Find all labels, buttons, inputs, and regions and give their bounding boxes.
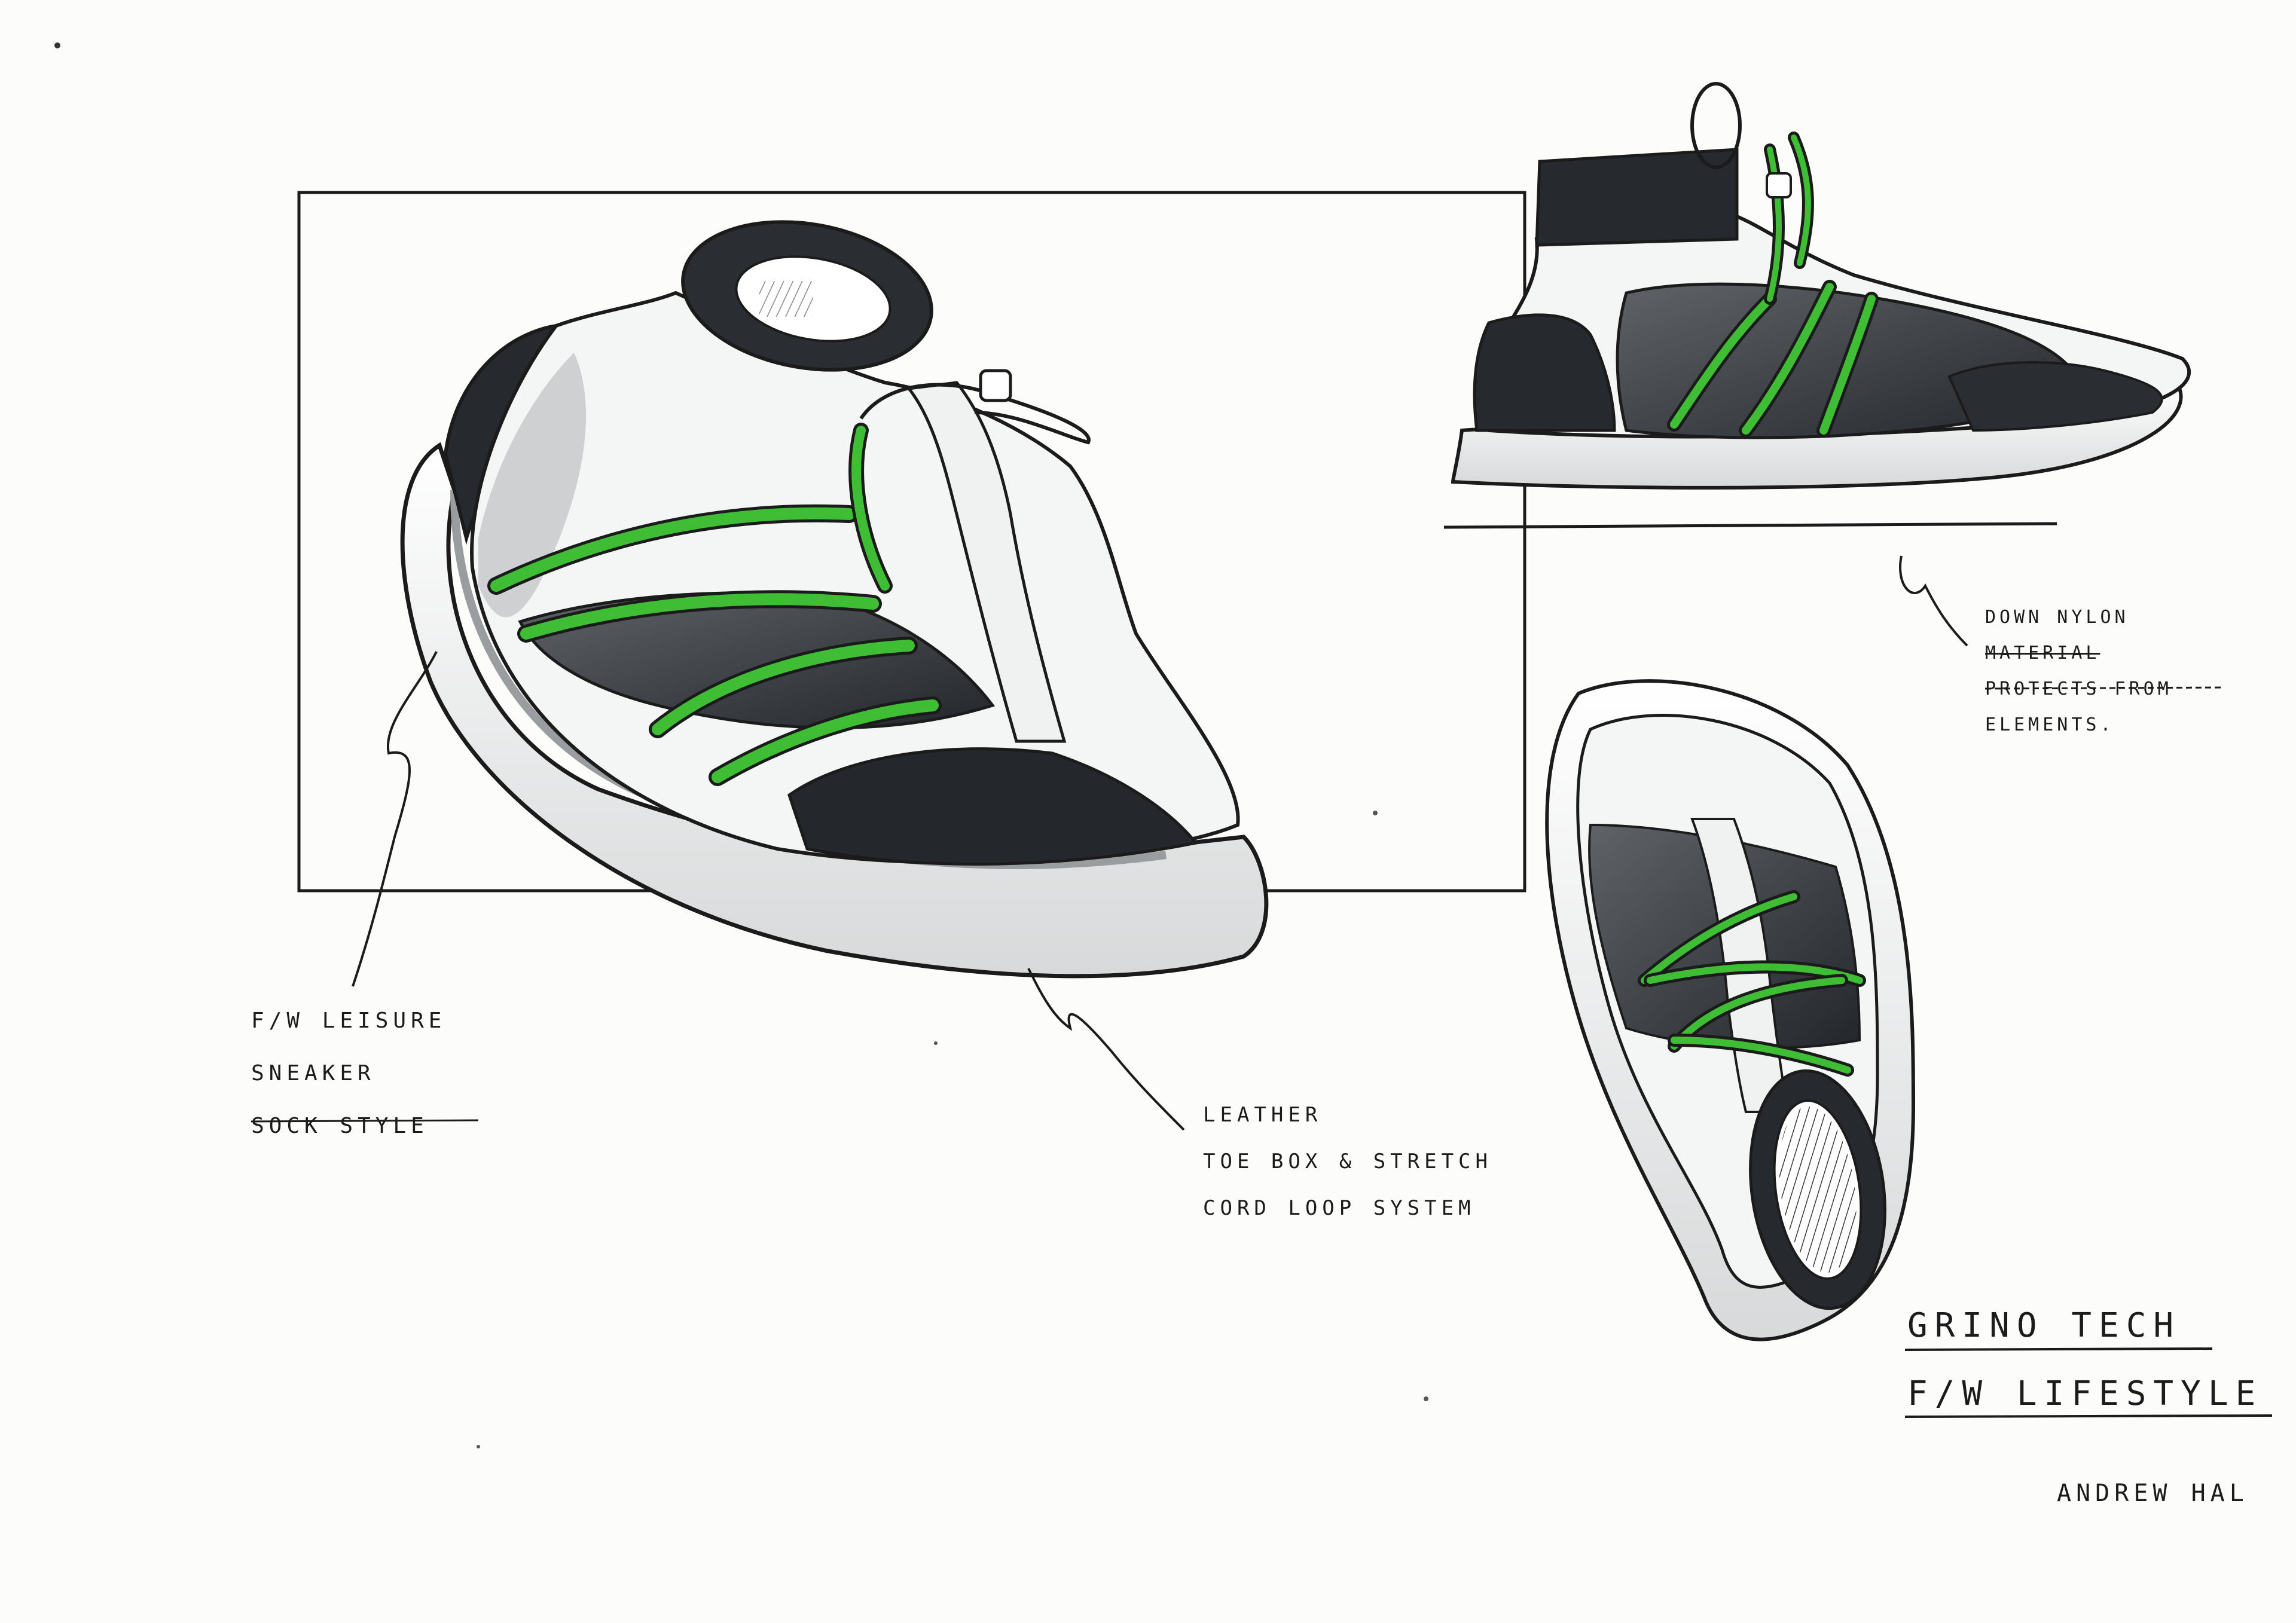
side-pull-loop — [1690, 82, 1742, 169]
note-underline-left — [251, 1119, 479, 1123]
paper-speck — [54, 42, 60, 48]
note-line: DOWN NYLON — [1985, 607, 2129, 628]
note-line: CORD LOOP SYSTEM — [1203, 1196, 1476, 1220]
callout-line-left — [352, 651, 438, 987]
callout-line-right — [1899, 555, 1968, 647]
note-line: F/W LEISURE — [251, 1008, 447, 1033]
note-line: PROTECTS FROM — [1985, 678, 2172, 699]
top-shoe-view — [1545, 679, 1916, 1341]
main-stretch-cords — [487, 423, 942, 786]
author-name: ANDREW HAL — [2057, 1480, 2249, 1507]
design-title: GRINO TECH F/W LIFESTYLE — [1907, 1309, 2263, 1411]
top-stretch-cords — [1638, 890, 1866, 1077]
main-lace-loop — [859, 383, 1091, 445]
note-underline-right — [1984, 686, 2225, 690]
side-ground-line — [1443, 522, 2057, 529]
note-down-nylon: DOWN NYLON MATERIAL PROTECTS FROM ELEMEN… — [1985, 609, 2172, 734]
main-toe-box — [787, 747, 1199, 866]
side-collar — [1535, 148, 1739, 247]
side-toggle — [1766, 172, 1792, 198]
title-line: F/W LIFESTYLE — [1907, 1374, 2263, 1413]
note-line: MATERIAL — [1985, 643, 2100, 664]
main-tongue-strap — [906, 381, 1067, 743]
paper-speck — [1373, 811, 1378, 815]
side-stretch-cords — [1667, 132, 1879, 438]
note-line: TOE BOX & STRETCH — [1203, 1150, 1492, 1173]
note-line: ELEMENTS. — [1985, 714, 2115, 735]
title-underline-2 — [1904, 1414, 2273, 1418]
main-upper-shade — [478, 353, 586, 618]
side-toe — [1947, 361, 2163, 432]
callout-line-middle — [1027, 968, 1185, 1131]
note-line: SOCK STYLE — [251, 1114, 429, 1138]
side-shoe-view — [1443, 82, 2191, 647]
main-collar-hatch — [759, 281, 813, 317]
note-line: SNEAKER — [251, 1061, 375, 1086]
main-toggle — [979, 369, 1012, 402]
title-line: GRINO TECH — [1907, 1306, 2181, 1345]
note-leather-toe-box: LEATHER TOE BOX & STRETCH CORD LOOP SYST… — [1203, 1105, 1492, 1218]
main-sole — [400, 442, 1269, 979]
main-shoe-view — [297, 191, 1526, 1131]
note-line: LEATHER — [1203, 1103, 1323, 1127]
note-leisure-sneaker: F/W LEISURE SNEAKER SOCK STYLE — [251, 1010, 446, 1137]
title-underline-1 — [1904, 1347, 2213, 1351]
paper-speck — [1424, 1396, 1428, 1401]
side-heel-counter — [1473, 313, 1616, 432]
top-collar-hatch — [1779, 1107, 1857, 1273]
paper-speck — [477, 1445, 480, 1448]
paper-speck — [934, 1041, 938, 1045]
